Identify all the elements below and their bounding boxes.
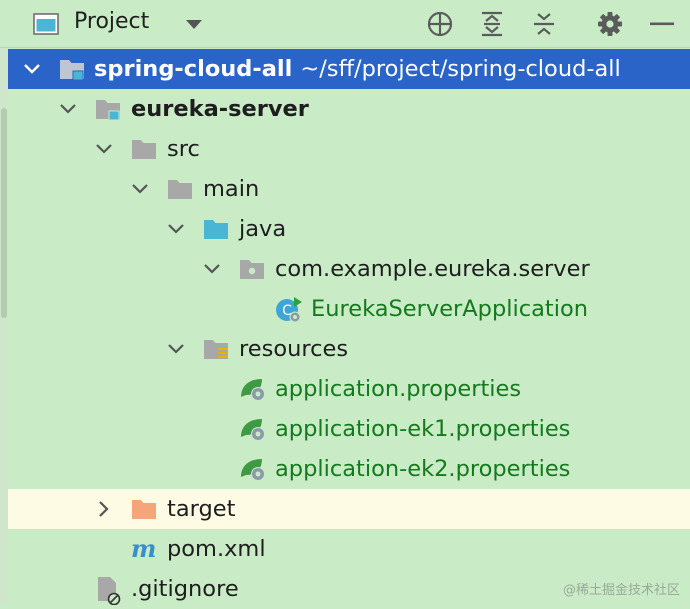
ignored-file-icon (94, 575, 122, 606)
folder-name: src (167, 136, 200, 162)
package-icon (238, 255, 266, 283)
project-view-icon[interactable] (32, 10, 60, 38)
expand-all-icon[interactable] (478, 10, 506, 38)
excluded-folder-icon (130, 495, 158, 523)
module-folder-icon (94, 95, 122, 123)
file-name: .gitignore (131, 576, 239, 602)
file-name: application-ek2.properties (275, 456, 571, 482)
file-name: pom.xml (167, 536, 266, 562)
spring-properties-icon (238, 455, 266, 483)
source-folder-icon (202, 215, 230, 243)
collapse-all-icon[interactable] (530, 10, 558, 38)
chevron-right-icon[interactable] (93, 497, 115, 521)
locate-icon[interactable] (426, 10, 454, 38)
tree-row-root-project[interactable]: spring-cloud-all~/sff/project/spring-clo… (8, 49, 690, 89)
chevron-down-icon[interactable] (57, 97, 79, 121)
chevron-down-icon[interactable] (201, 257, 223, 281)
folder-name: resources (239, 336, 349, 362)
chevron-down-icon[interactable] (93, 137, 115, 161)
tree-row-resources[interactable]: resources (8, 329, 690, 369)
tree-row-app-class[interactable]: C EurekaServerApplication (8, 289, 690, 329)
class-name: EurekaServerApplication (311, 296, 588, 322)
spring-boot-class-icon: C (274, 295, 302, 323)
tree-row-gitignore[interactable]: .gitignore (8, 569, 690, 609)
watermark: @稀土掘金技术社区 (562, 583, 680, 598)
tree-row-properties-file[interactable]: application-ek2.properties (8, 449, 690, 489)
folder-icon (166, 175, 194, 203)
chevron-down-icon[interactable] (165, 217, 187, 241)
resources-folder-icon (202, 335, 230, 363)
spring-properties-icon (238, 415, 266, 443)
tree-row-target[interactable]: target (8, 489, 690, 529)
tree-row-main[interactable]: main (8, 169, 690, 209)
svg-text:m: m (131, 535, 156, 563)
folder-name: main (203, 176, 260, 202)
folder-name: java (239, 216, 287, 242)
tree-row-package[interactable]: com.example.eureka.server (8, 249, 690, 289)
tree-scrollbar[interactable] (0, 48, 8, 604)
svg-text:C: C (282, 303, 292, 319)
file-name: application-ek1.properties (275, 416, 571, 442)
spring-properties-icon (238, 375, 266, 403)
tree-row-pom[interactable]: m pom.xml (8, 529, 690, 569)
gear-icon[interactable] (596, 10, 624, 38)
tree-row-properties-file[interactable]: application.properties (8, 369, 690, 409)
tree-row-src[interactable]: src (8, 129, 690, 169)
chevron-down-icon[interactable] (165, 337, 187, 361)
file-name: application.properties (275, 376, 522, 402)
chevron-down-icon[interactable] (21, 57, 43, 81)
minimize-icon[interactable] (648, 10, 676, 38)
folder-icon (130, 135, 158, 163)
maven-icon: m (130, 534, 158, 563)
view-title[interactable]: Project (74, 9, 150, 34)
chevron-down-icon[interactable] (129, 177, 151, 201)
tree-row-java[interactable]: java (8, 209, 690, 249)
tree-row-eureka-server[interactable]: eureka-server (8, 89, 690, 129)
folder-name: target (167, 496, 236, 522)
package-name: com.example.eureka.server (275, 256, 590, 282)
tree-scrollbar-thumb[interactable] (1, 108, 7, 318)
tree-row-properties-file[interactable]: application-ek1.properties (8, 409, 690, 449)
module-name: eureka-server (131, 96, 309, 122)
root-project-path: ~/sff/project/spring-cloud-all (300, 56, 621, 82)
module-folder-icon (58, 55, 86, 83)
dropdown-arrow-icon[interactable] (180, 10, 208, 38)
project-toolbar: Project (0, 0, 690, 48)
root-project-name: spring-cloud-all~/sff/project/spring-clo… (94, 56, 621, 82)
